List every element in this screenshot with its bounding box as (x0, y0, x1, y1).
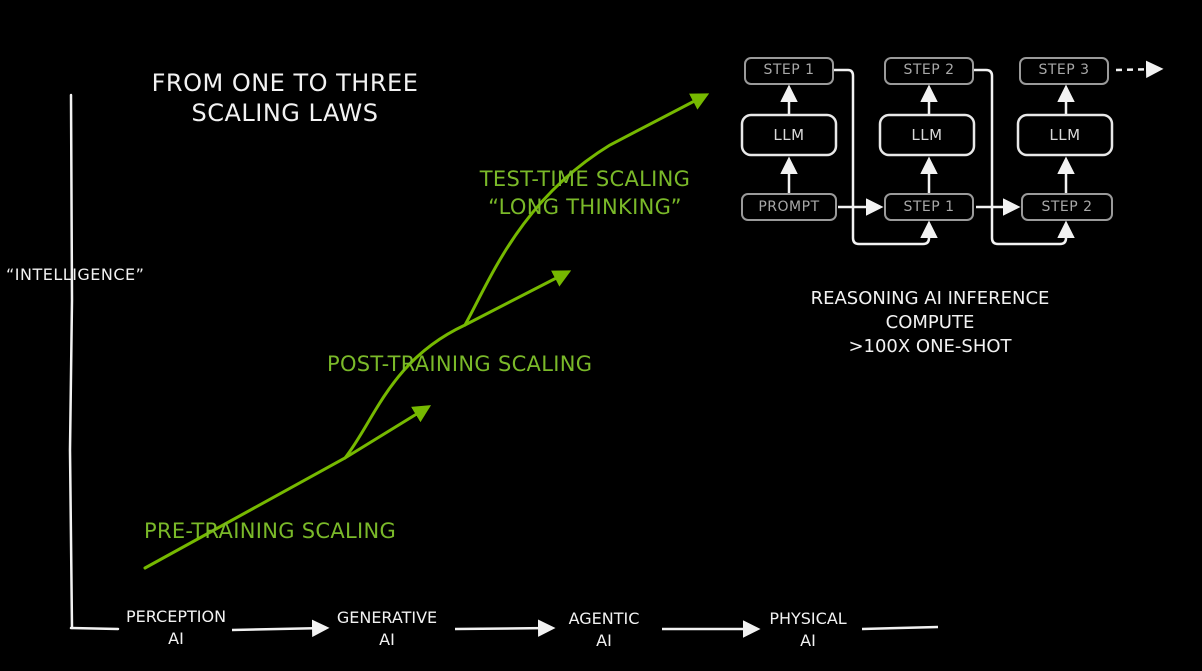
test-time-scaling-label: TEST-TIME SCALING “LONG THINKING” (460, 165, 710, 221)
post-training-scaling-label: POST-TRAINING SCALING (327, 352, 593, 376)
stage-physical-ai: PHYSICAL AI (738, 608, 878, 652)
pre-training-curve (143, 405, 432, 570)
flow-prompt-box (741, 193, 837, 221)
y-axis-line (68, 93, 74, 630)
test-time-curve (463, 93, 710, 327)
arrow-perception-to-generative (231, 619, 330, 638)
flow-input-step-1-label: STEP 1 (903, 199, 955, 215)
title-line-2: SCALING LAWS (191, 99, 379, 127)
llm-label-3: LLM (1049, 126, 1081, 144)
diagram-title: FROM ONE TO THREE SCALING LAWS (120, 68, 450, 128)
stage-perception-line-2: AI (168, 629, 184, 648)
test-time-line-2: “LONG THINKING” (488, 195, 682, 219)
pre-training-scaling-label: PRE-TRAINING SCALING (144, 519, 397, 543)
stage-physical-line-1: PHYSICAL (769, 609, 847, 628)
reasoning-caption-line-1: REASONING AI INFERENCE (810, 288, 1050, 309)
flow-step-3-label: STEP 3 (1038, 62, 1090, 78)
flow-prompt-label: PROMPT (758, 199, 820, 215)
flow-step-2-box (884, 57, 974, 85)
stage-generative-ai: GENERATIVE AI (317, 607, 457, 651)
stage-generative-line-2: AI (379, 630, 395, 649)
title-line-1: FROM ONE TO THREE (151, 69, 419, 97)
post-training-curve (343, 270, 572, 460)
x-axis-line (69, 626, 120, 631)
arrow-generative-to-agentic (454, 619, 556, 637)
flow-input-step-2-label: STEP 2 (1041, 199, 1093, 215)
flow-loop-step2-to-next (974, 68, 1075, 246)
stage-physical-line-2: AI (800, 631, 816, 650)
stage-agentic-line-1: AGENTIC (568, 609, 640, 628)
flow-loop-step1-to-next (834, 68, 938, 246)
reasoning-caption-line-2: COMPUTE (885, 312, 975, 333)
flow-step-3-box (1019, 57, 1109, 85)
llm-box-1 (740, 113, 838, 157)
flow-input-step-1-box (884, 193, 974, 221)
stage-agentic-ai: AGENTIC AI (534, 608, 674, 652)
llm-label-2: LLM (911, 126, 943, 144)
llm-box-2 (878, 113, 976, 157)
stage-generative-line-1: GENERATIVE (336, 608, 438, 627)
reasoning-caption: REASONING AI INFERENCE COMPUTE >100X ONE… (770, 287, 1090, 359)
stage-perception-line-1: PERCEPTION (125, 607, 227, 626)
flow-step-2-label: STEP 2 (903, 62, 955, 78)
stage-perception-ai: PERCEPTION AI (106, 606, 246, 650)
flow-input-step-2-box (1021, 193, 1113, 221)
test-time-line-1: TEST-TIME SCALING (479, 167, 691, 191)
y-axis-label: “INTELLIGENCE” (6, 265, 145, 284)
flow-continuation-dashed-arrow (1115, 60, 1164, 79)
reasoning-caption-line-3: >100X ONE-SHOT (848, 336, 1012, 357)
flow-step-1-box (744, 57, 834, 85)
arrow-physical-continuation (861, 625, 939, 631)
stage-agentic-line-2: AI (596, 631, 612, 650)
llm-box-3 (1016, 113, 1114, 157)
llm-label-1: LLM (773, 126, 805, 144)
flow-step-1-label: STEP 1 (763, 62, 815, 78)
